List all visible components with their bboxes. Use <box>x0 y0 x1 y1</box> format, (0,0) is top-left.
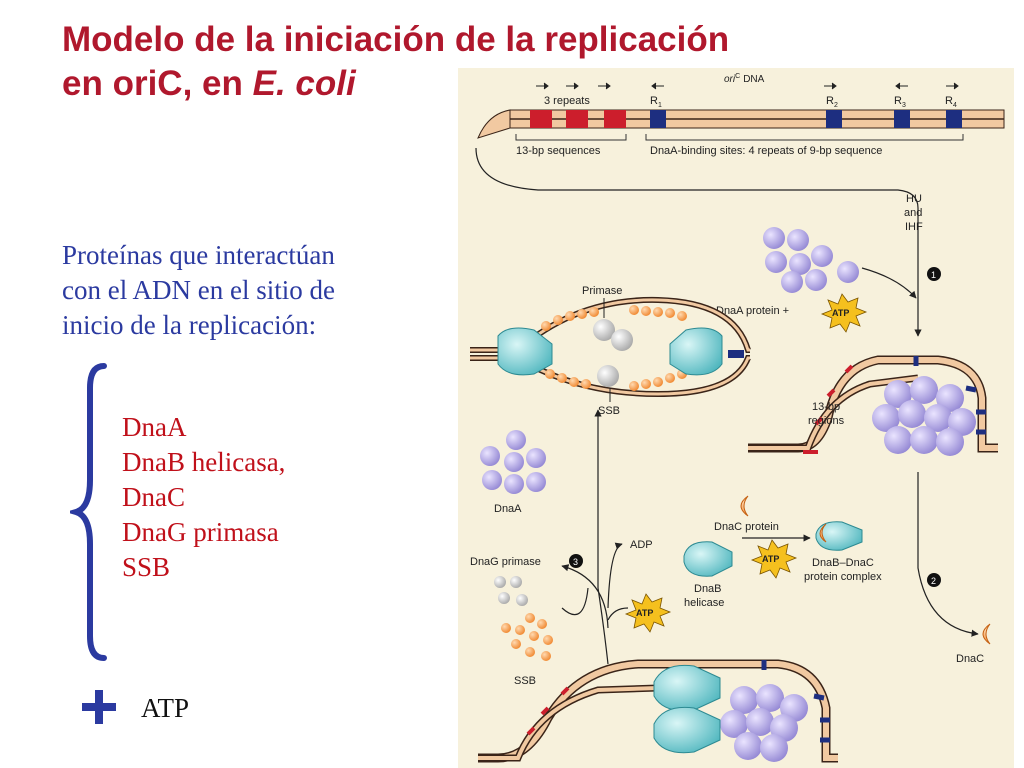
primase-join-arrow <box>561 587 589 616</box>
atp-star-label-2: ATP <box>762 554 779 564</box>
r3-letter: R <box>894 95 902 107</box>
bp13-label: 13-bp <box>812 401 840 413</box>
r1-letter: R <box>650 95 658 107</box>
dnaa-release-arrow <box>561 564 609 629</box>
intro-line-3: inicio de la replicación: <box>62 310 317 340</box>
bp13-sequences-label: 13-bp sequences <box>516 145 601 157</box>
ssb-pool-label: SSB <box>514 675 536 687</box>
step-3-badge <box>569 554 583 568</box>
title-line-2-prefix: en oriC, en <box>62 64 253 103</box>
slide-title: Modelo de la iniciación de la replicació… <box>62 18 729 106</box>
atp-label: ATP <box>141 693 190 723</box>
dnac-released-icon <box>982 623 991 645</box>
r1-subscript: 1 <box>658 102 662 109</box>
plus-icon <box>82 690 116 724</box>
orientation-arrows <box>536 82 959 90</box>
three-repeats-label: 3 repeats <box>544 95 590 107</box>
flow-arrow-step-2 <box>917 472 979 637</box>
primase-label: Primase <box>582 285 622 297</box>
r2-label: R2 <box>826 95 838 109</box>
step-2-badge <box>927 573 941 587</box>
r3-label: R3 <box>894 95 906 109</box>
dnag-primase-label: DnaG primase <box>470 556 541 568</box>
step-1-badge <box>927 267 941 281</box>
r4-letter: R <box>945 95 953 107</box>
title-organism: E. coli <box>252 64 356 103</box>
step-1-number: 1 <box>931 270 936 280</box>
atp-join-arrow <box>607 607 629 621</box>
ssb-beads-icon <box>501 613 553 661</box>
adp-arrow <box>607 542 623 609</box>
protein-item: DnaA <box>122 412 187 442</box>
intro-line-1: Proteínas que interactúan <box>62 240 335 270</box>
dnaa-released-cluster-icon <box>480 430 546 494</box>
title-line-2: en oriC, en E. coli <box>62 62 729 106</box>
dnab-dnac-complex-icon <box>815 521 863 551</box>
dnag-primase-spheres-icon <box>494 576 528 606</box>
adp-label: ADP <box>630 539 653 551</box>
helicase-label: helicase <box>684 597 724 609</box>
intro-text: Proteínas que interactúan con el ADN en … <box>62 238 442 343</box>
step-3-number: 3 <box>573 557 578 567</box>
and-label: and <box>904 207 922 219</box>
protein-list: DnaA DnaB helicasa, DnaC DnaG primasa SS… <box>122 410 285 585</box>
protein-complex-label: protein complex <box>804 571 882 583</box>
ssb-bubble-label: SSB <box>598 405 620 417</box>
dnac-released-label: DnaC <box>956 653 984 665</box>
r3-subscript: 3 <box>902 102 906 109</box>
atp-starburst-icon: ATP <box>750 539 798 579</box>
ihf-label: IHF <box>905 221 923 233</box>
dnaa-protein-label: DnaA protein + <box>716 305 789 317</box>
dnaa-join-arrow <box>861 267 917 299</box>
atp-star-label-3: ATP <box>636 608 653 618</box>
ori-superscript: C <box>735 73 740 80</box>
dnac-protein-icon <box>740 495 749 517</box>
replication-bubble <box>470 296 751 398</box>
r1-label: R1 <box>650 95 662 109</box>
r4-label: R4 <box>945 95 957 109</box>
protein-item: SSB <box>122 552 171 582</box>
protein-item: DnaG primasa <box>122 517 279 547</box>
step-2-number: 2 <box>931 576 936 586</box>
regions-label: regions <box>808 415 845 427</box>
prepriming-complex <box>478 659 838 763</box>
dnaa-binding-sites-label: DnaA-binding sites: 4 repeats of 9-bp se… <box>650 145 882 157</box>
ori-prefix: ori <box>724 74 736 85</box>
dnaa-cluster-icon <box>763 227 859 293</box>
dnac-protein-label: DnaC protein <box>714 521 779 533</box>
atp-starburst-icon: ATP <box>820 293 868 333</box>
protein-item: DnaC <box>122 482 185 512</box>
hu-label: HU <box>906 193 922 205</box>
curly-brace-icon <box>70 363 107 661</box>
dnab-dnac-label: DnaB–DnaC <box>812 557 874 569</box>
dnaa-released-label: DnaA <box>494 503 522 515</box>
r4-subscript: 4 <box>953 102 957 109</box>
dnab-helicase-icon <box>683 541 733 577</box>
flow-arrow-step-3 <box>594 409 609 665</box>
intro-line-2: con el ADN en el sitio de <box>62 275 335 305</box>
title-line-1: Modelo de la iniciación de la replicació… <box>62 20 730 59</box>
protein-item: DnaB helicasa, <box>122 447 286 477</box>
r2-subscript: 2 <box>834 102 838 109</box>
atp-star-label-1: ATP <box>832 308 849 318</box>
r2-letter: R <box>826 95 834 107</box>
flow-arrow-top <box>475 147 922 337</box>
dnaa-oric-complex: 13-bp regions <box>748 355 998 456</box>
ori-dna-word: DNA <box>743 74 764 85</box>
atp-starburst-icon: ATP <box>624 593 672 633</box>
dnab-label: DnaB <box>694 583 722 595</box>
